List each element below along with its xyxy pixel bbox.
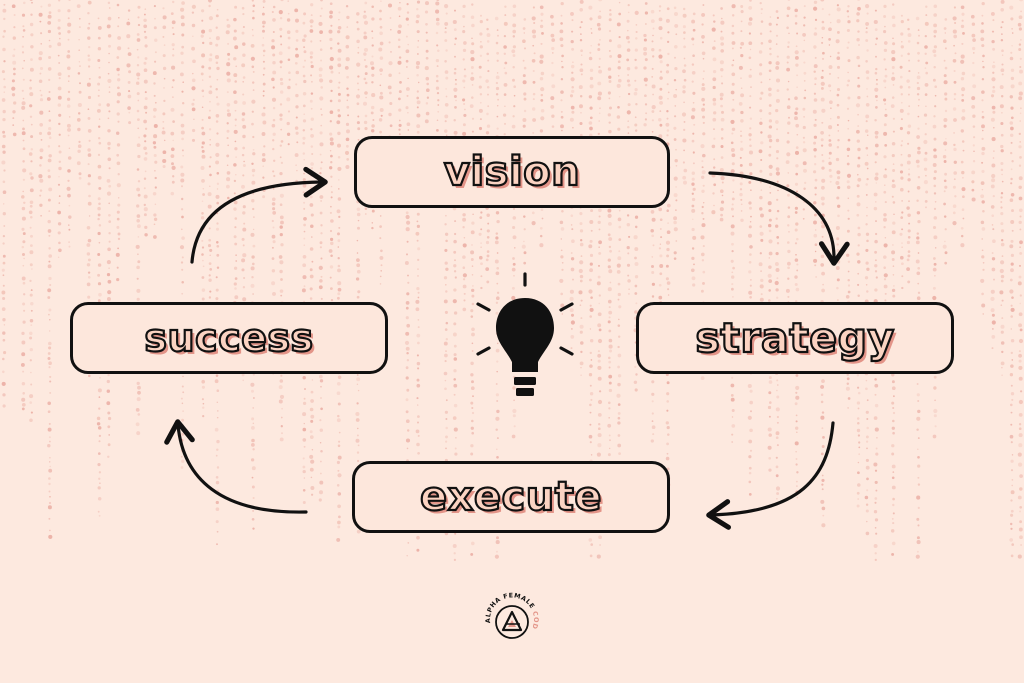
alpha-female-code-logo: ALPHA FEMALE CODE <box>480 580 539 639</box>
lightbulb-icon <box>476 272 574 396</box>
step-execute-label: execute <box>419 474 603 520</box>
step-execute: execute <box>352 461 670 533</box>
step-vision: vision <box>354 136 670 208</box>
step-strategy-label: strategy <box>694 313 895 362</box>
step-success: success <box>70 302 388 374</box>
arrow-execute-to-success-icon <box>164 419 308 514</box>
step-strategy: strategy <box>636 302 954 374</box>
arrow-success-to-vision-icon <box>190 166 328 264</box>
svg-text:ALPHA FEMALE CODE: ALPHA FEMALE CODE <box>480 580 541 630</box>
arrow-vision-to-strategy-icon <box>708 171 850 266</box>
step-vision-label: vision <box>443 149 581 195</box>
arrow-strategy-to-execute-icon <box>706 421 835 530</box>
step-success-label: success <box>143 316 314 360</box>
